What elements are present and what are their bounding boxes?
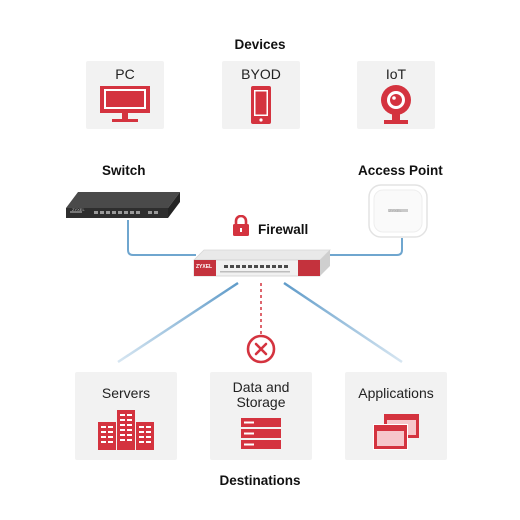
app-windows-icon [373, 414, 419, 450]
device-card-iot: IoT [357, 61, 435, 129]
firewall-brand-text: ZYXEL [196, 264, 213, 270]
monitor-icon [100, 86, 150, 122]
destination-label-applications: Applications [358, 385, 434, 401]
smartphone-icon [251, 86, 271, 124]
webcam-icon [381, 85, 411, 124]
destination-label-data-storage: Data and Storage [232, 379, 290, 410]
firewall-label: Firewall [258, 222, 309, 237]
line-to-servers [117, 281, 239, 364]
device-label-iot: IoT [385, 66, 407, 82]
devices-heading: Devices [234, 37, 286, 52]
device-label-byod: BYOD [241, 66, 281, 82]
destination-card-applications: Applications [345, 372, 447, 460]
padlock-icon [233, 215, 249, 236]
firewall-device [193, 249, 331, 277]
switch-label: Switch [102, 163, 146, 178]
device-label-pc: PC [115, 66, 135, 82]
device-card-pc: PC [86, 61, 164, 129]
network-switch-device [66, 192, 180, 218]
line-to-applications [283, 281, 403, 364]
destination-card-servers: Servers [75, 372, 177, 460]
blocked-x-icon [246, 334, 276, 364]
device-card-byod: BYOD [222, 61, 300, 129]
access-point-device [368, 184, 428, 238]
access-point-label: Access Point [358, 163, 443, 178]
database-icon [241, 418, 281, 449]
destination-label-servers: Servers [101, 385, 151, 401]
access-point-brand-text: ZYXEL [389, 208, 402, 213]
destination-card-data-storage: Data and Storage [210, 372, 312, 460]
destinations-heading: Destinations [219, 473, 301, 488]
server-rack-icon [98, 410, 154, 450]
switch-cable [127, 220, 196, 256]
switch-brand-text: ZYXEL [72, 207, 85, 212]
access-point-cable [330, 238, 403, 256]
